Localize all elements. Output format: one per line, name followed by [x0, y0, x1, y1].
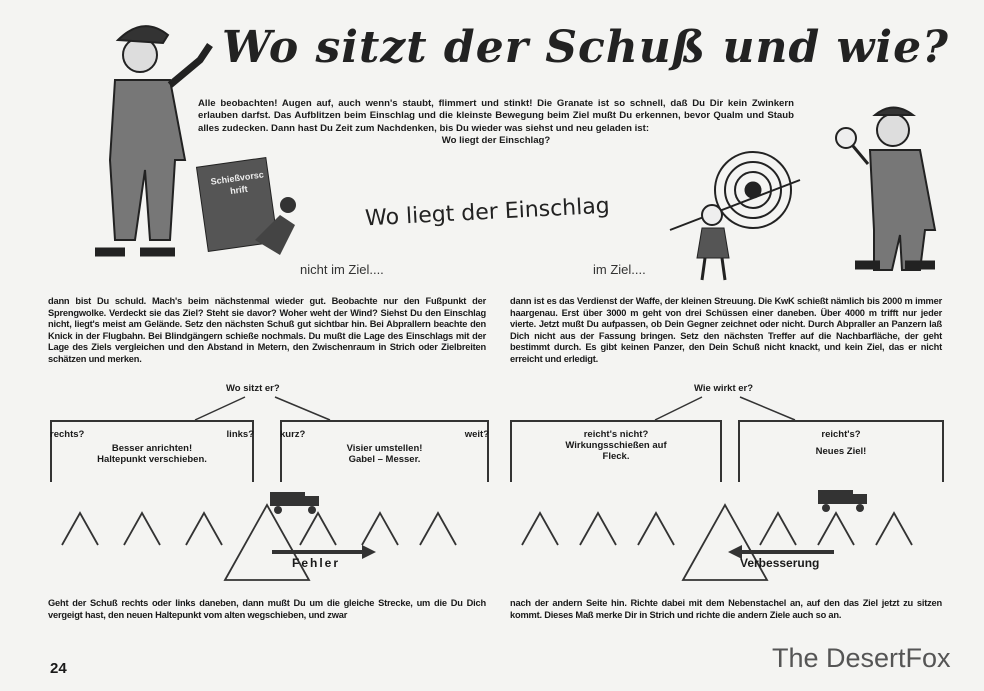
right-paragraph: dann ist es das Verdienst der Waffe, der…: [510, 296, 942, 364]
box-line: Fleck.: [602, 451, 630, 462]
label-rechts: rechts?: [50, 429, 85, 440]
verbesserung-label: Verbesserung: [740, 556, 820, 570]
left-box-1: rechts? links? Besser anrichten! Haltepu…: [50, 420, 254, 482]
page-number: 24: [50, 660, 67, 677]
sign-figure-illustration: [195, 156, 296, 255]
right-caption: im Ziel....: [593, 262, 646, 277]
left-box-2: kurz? weit? Visier umstellen! Gabel – Me…: [280, 420, 489, 482]
target-triangles: [61, 503, 913, 581]
box-line: Visier umstellen!: [346, 443, 423, 454]
intro-paragraph: Alle beobachten! Augen auf, auch wenn's …: [198, 98, 794, 147]
verbesserung-arrow: [728, 545, 834, 559]
right-soldier-illustration: [835, 106, 937, 271]
fehler-label: Fehler: [292, 556, 341, 570]
left-question: Wo sitzt er?: [226, 383, 280, 394]
right-box-2: reicht's? Neues Ziel!: [738, 420, 944, 482]
watermark: The DesertFox: [772, 643, 951, 673]
target-girl-illustration: [669, 151, 801, 281]
label-kurz: kurz?: [280, 429, 306, 440]
left-soldier-illustration: [95, 25, 213, 257]
right-box-1: reicht's nicht? Wirkungsschießen auf Fle…: [510, 420, 722, 482]
box-line: reicht's?: [821, 429, 861, 440]
right-question: Wie wirkt er?: [694, 383, 754, 394]
fehler-arrow: [272, 545, 376, 559]
right-bottom-text: nach der andern Seite hin. Richte dabei …: [510, 598, 942, 620]
box-line: Gabel – Messer.: [348, 454, 421, 465]
box-line: Wirkungsschießen auf: [565, 440, 667, 451]
left-bottom-text: Geht der Schuß rechts oder links daneben…: [48, 598, 486, 620]
label-links: links?: [226, 429, 254, 440]
box-line: Neues Ziel!: [815, 446, 867, 457]
page-title: Wo sitzt der Schuß und wie?: [222, 22, 949, 73]
intro-text: Alle beobachten! Augen auf, auch wenn's …: [198, 98, 794, 134]
left-caption: nicht im Ziel....: [300, 262, 384, 277]
left-paragraph: dann bist Du schuld. Mach's beim nächste…: [48, 296, 486, 364]
box-line: reicht's nicht?: [583, 429, 649, 440]
diagram-connectors: [194, 396, 796, 421]
box-line: Besser anrichten!: [111, 443, 193, 454]
box-line: Haltepunkt verschieben.: [97, 454, 207, 465]
label-weit: weit?: [464, 429, 489, 440]
truck-icon: [818, 490, 867, 512]
intro-question: Wo liegt der Einschlag?: [441, 134, 551, 146]
truck-icon: [270, 492, 319, 514]
